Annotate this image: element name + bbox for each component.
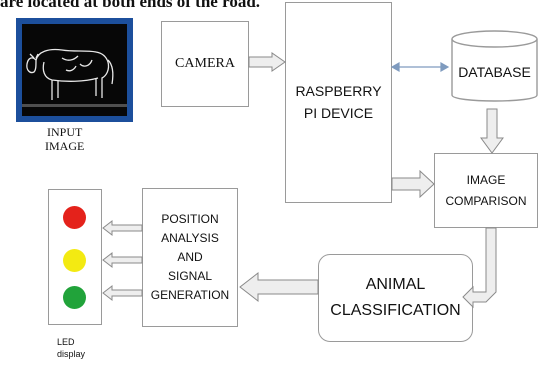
input-image-caption: INPUT IMAGE <box>45 125 85 154</box>
database-label: DATABASE <box>458 64 531 80</box>
red-led-icon <box>63 206 86 229</box>
led-caption-line1: LED <box>57 337 75 347</box>
yellow-led-icon <box>63 249 86 272</box>
position-to-yellow-led-arrow <box>102 251 143 269</box>
led-caption-line2: display <box>57 349 86 360</box>
camera-label: CAMERA <box>175 55 235 71</box>
image-comparison-label-line1: IMAGE <box>466 173 506 188</box>
position-analysis-label-line3: AND <box>177 249 203 264</box>
animal-classification-block: ANIMAL CLASSIFICATION <box>318 254 473 342</box>
led-display-caption: LED display <box>57 336 85 360</box>
raspberry-database-link <box>390 61 450 73</box>
raspberry-pi-block: RASPBERRY PI DEVICE <box>285 2 392 203</box>
input-caption-line2: IMAGE <box>45 138 85 153</box>
camera-block: CAMERA <box>161 21 249 107</box>
position-analysis-label-line2: ANALYSIS <box>161 230 219 245</box>
cow-silhouette-icon <box>22 48 127 107</box>
database-to-comparison-arrow <box>480 108 504 154</box>
database-cylinder <box>451 30 538 102</box>
cow-image <box>22 24 127 116</box>
position-analysis-label-line1: POSITION <box>161 211 219 226</box>
position-to-green-led-arrow <box>102 284 143 302</box>
image-comparison-block: IMAGE COMPARISON <box>434 153 538 228</box>
raspberry-pi-label-line2: PI DEVICE <box>303 104 374 121</box>
position-analysis-label-line5: GENERATION <box>150 288 230 303</box>
position-analysis-label-line4: SIGNAL <box>167 269 212 284</box>
led-display-panel <box>48 189 102 325</box>
raspberry-pi-label-line1: RASPBERRY <box>295 82 382 99</box>
camera-to-raspberry-arrow <box>248 52 286 72</box>
image-comparison-label-line2: COMPARISON <box>445 193 527 208</box>
animal-classification-label-line2: CLASSIFICATION <box>330 302 461 319</box>
comparison-to-classification-arrow <box>462 227 497 309</box>
top-text-fragment: are located at both ends of the road. <box>0 0 261 11</box>
classification-to-position-arrow <box>239 271 319 303</box>
raspberry-to-comparison-arrow <box>391 169 435 199</box>
position-analysis-block: POSITION ANALYSIS AND SIGNAL GENERATION <box>142 188 238 327</box>
green-led-icon <box>63 286 86 309</box>
input-image <box>16 18 133 122</box>
input-caption-line1: INPUT <box>46 125 83 139</box>
animal-classification-label-line1: ANIMAL <box>365 276 426 294</box>
position-to-red-led-arrow <box>102 219 143 237</box>
